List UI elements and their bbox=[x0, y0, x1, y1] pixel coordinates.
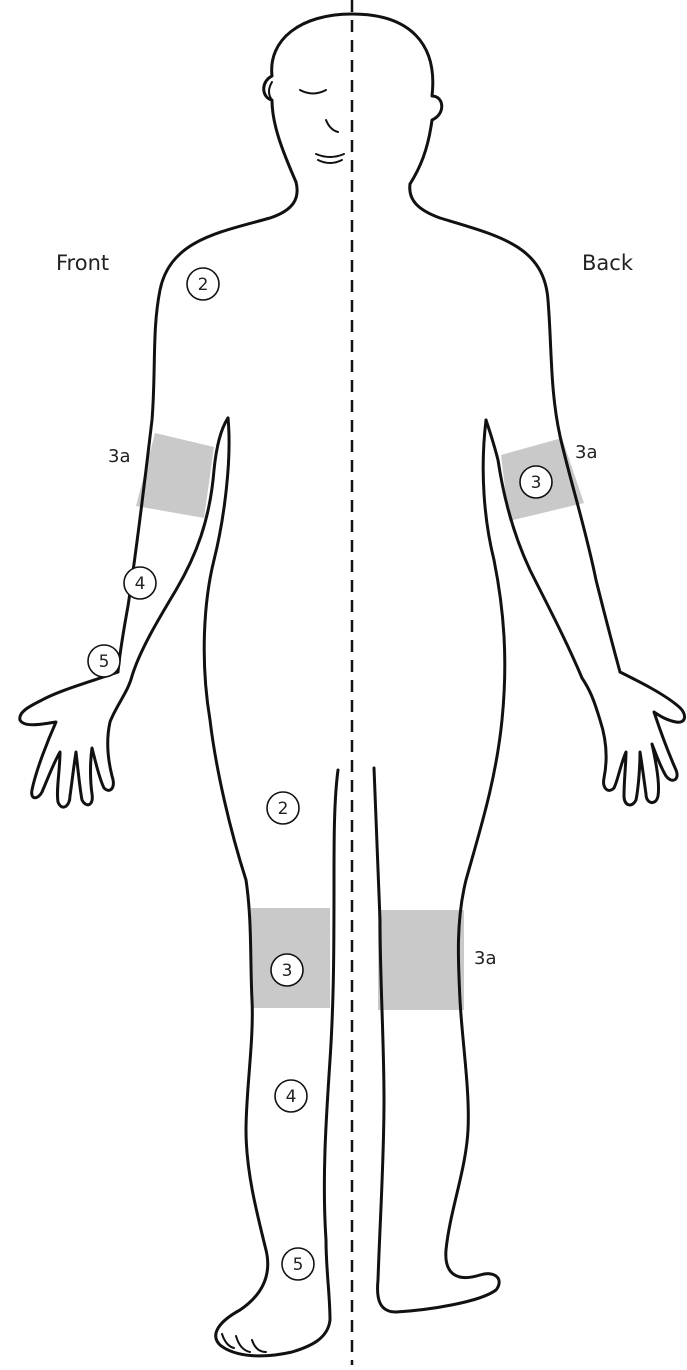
zone-number: 3 bbox=[531, 473, 542, 493]
zone-marker-back-arm: 3 bbox=[520, 466, 552, 498]
zone-marker-front-wrist: 5 bbox=[88, 645, 120, 677]
mouth-line bbox=[316, 154, 344, 163]
zone-number: 2 bbox=[278, 799, 289, 819]
left-hand bbox=[20, 672, 132, 807]
back-knee-band bbox=[378, 910, 464, 1010]
zone-marker-front-shin: 4 bbox=[275, 1080, 307, 1112]
front-label: Front bbox=[56, 251, 109, 275]
zone-number: 3 bbox=[282, 961, 293, 981]
closed-eye bbox=[300, 90, 326, 94]
front-arm-band-label: 3a bbox=[108, 446, 130, 467]
zone-number: 4 bbox=[286, 1087, 297, 1107]
nose-line bbox=[326, 120, 338, 132]
right-hand bbox=[582, 672, 685, 805]
zone-number: 5 bbox=[99, 652, 110, 672]
back-arm-band-label: 3a bbox=[575, 442, 597, 463]
zone-number: 2 bbox=[198, 275, 209, 295]
zone-marker-front-ankle: 5 bbox=[282, 1248, 314, 1280]
zone-marker-front-shoulder: 2 bbox=[187, 268, 219, 300]
shaded-bands bbox=[136, 433, 584, 1010]
back-label: Back bbox=[582, 251, 634, 275]
left-torso-side bbox=[204, 418, 330, 1356]
head-outline bbox=[264, 14, 442, 184]
zone-number: 4 bbox=[135, 574, 146, 594]
zone-number: 5 bbox=[293, 1255, 304, 1275]
right-torso-side bbox=[378, 420, 505, 1312]
left-ear bbox=[269, 82, 272, 100]
right-inner-leg bbox=[374, 768, 384, 1280]
zone-marker-front-knee: 3 bbox=[271, 954, 303, 986]
back-knee-band-label: 3a bbox=[474, 948, 496, 969]
zone-marker-front-forearm: 4 bbox=[124, 567, 156, 599]
zone-marker-front-thigh: 2 bbox=[267, 792, 299, 824]
